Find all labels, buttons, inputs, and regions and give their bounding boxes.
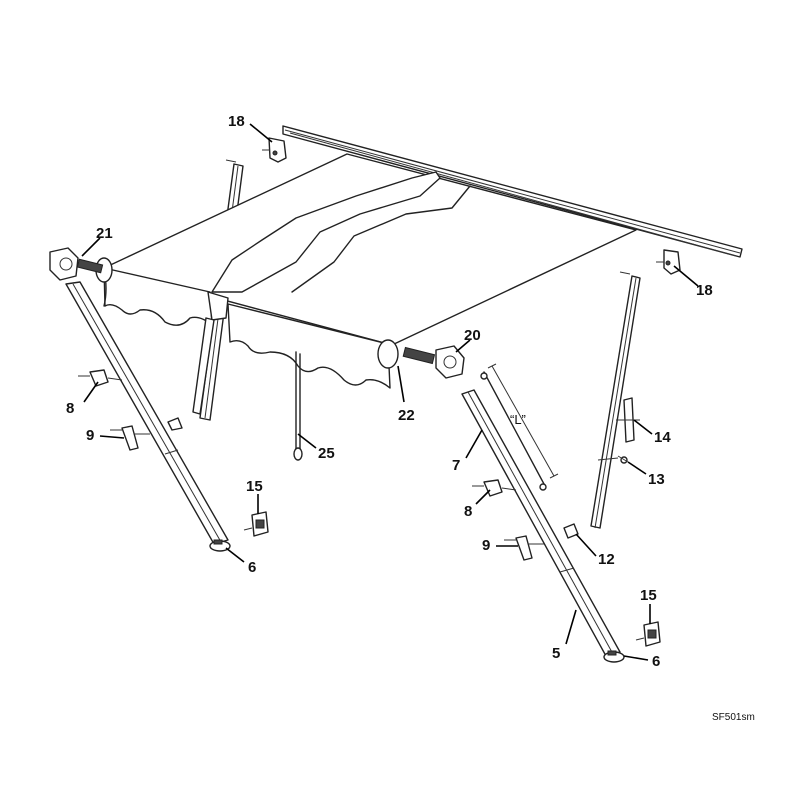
callout-15-left: 15 [246, 478, 263, 495]
callout-18-left: 18 [228, 113, 245, 130]
callout-18-right: 18 [696, 282, 713, 299]
foot-left [209, 539, 231, 552]
awning-rail [282, 125, 743, 258]
front-arm-left [65, 281, 229, 545]
callout-6-right: 6 [652, 653, 660, 670]
arm-knob-right [472, 479, 517, 497]
front-arm-right [461, 389, 621, 657]
callout-13: 13 [648, 471, 665, 488]
awning-fabric [103, 153, 637, 389]
arm-lever-right [504, 535, 544, 561]
mounting-bracket-right [635, 621, 661, 647]
arm-clip-left [167, 417, 183, 431]
callout-5: 5 [552, 645, 560, 662]
rail-bracket-left [262, 137, 287, 163]
callout-9-left: 9 [86, 427, 94, 444]
callout-25: 25 [318, 445, 335, 462]
callout-12: 12 [598, 551, 615, 568]
callout-20: 20 [464, 327, 481, 344]
callout-22: 22 [398, 407, 415, 424]
callout-21: 21 [96, 225, 113, 242]
arm-clip-right [563, 523, 579, 539]
pull-strap [293, 351, 303, 461]
arm-lever-left [110, 425, 150, 451]
rear-arm-latch [616, 397, 640, 443]
dimension-label-l: “L” [510, 412, 526, 427]
foot-right [603, 650, 625, 663]
callout-6-left: 6 [248, 559, 256, 576]
rail-bracket-right [656, 249, 681, 275]
roller-tube [76, 257, 436, 369]
rear-arm-right [590, 271, 641, 529]
tie-down-rod [480, 363, 559, 491]
mounting-bracket-left [243, 511, 269, 537]
latch-screw [617, 455, 629, 464]
arm-knob-left [78, 369, 123, 387]
end-cap-left [49, 247, 79, 281]
callout-9-right: 9 [482, 537, 490, 554]
callout-15-right: 15 [640, 587, 657, 604]
drawing-code: SF501sm [712, 712, 755, 723]
leader-lines [81, 123, 699, 661]
callout-8-right: 8 [464, 503, 472, 520]
callout-8-left: 8 [66, 400, 74, 417]
end-cap-right [435, 345, 465, 379]
callout-7: 7 [452, 457, 460, 474]
rafter-bracket [192, 291, 229, 415]
callout-14: 14 [654, 429, 671, 446]
callouts: 18 18 21 20 22 25 8 9 15 6 7 8 9 12 14 1… [66, 113, 713, 670]
